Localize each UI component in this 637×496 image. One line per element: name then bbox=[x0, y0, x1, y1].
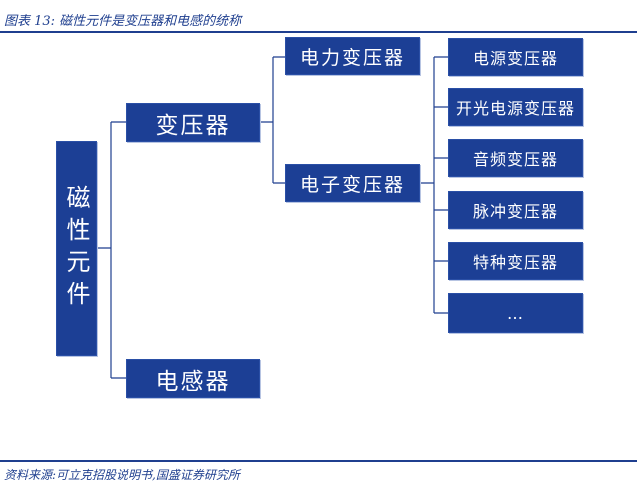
node-special-transformer: 特种变压器 bbox=[448, 242, 583, 280]
node-electronic-transformer: 电子变压器 bbox=[285, 164, 420, 202]
node-magnetic-components: 磁性元件 bbox=[56, 141, 97, 356]
connector-electronic bbox=[420, 56, 448, 314]
node-audio-transformer: 音频变压器 bbox=[448, 139, 583, 177]
bottom-divider bbox=[0, 460, 637, 462]
node-power-supply-transformer: 电源变压器 bbox=[448, 38, 583, 76]
node-inductor: 电感器 bbox=[126, 359, 260, 398]
node-more: … bbox=[448, 293, 583, 333]
connector-transformer bbox=[260, 56, 285, 184]
top-divider bbox=[0, 31, 637, 33]
figure-title: 图表 13: 磁性元件是变压器和电感的统称 bbox=[4, 14, 242, 29]
source-note: 资料来源:可立克招股说明书,国盛证券研究所 bbox=[4, 468, 240, 482]
node-pulse-transformer: 脉冲变压器 bbox=[448, 191, 583, 229]
node-switching-power-transformer: 开光电源变压器 bbox=[448, 88, 583, 126]
node-power-transformer: 电力变压器 bbox=[285, 37, 420, 75]
node-transformer: 变压器 bbox=[126, 103, 260, 142]
connector-root bbox=[97, 121, 126, 379]
